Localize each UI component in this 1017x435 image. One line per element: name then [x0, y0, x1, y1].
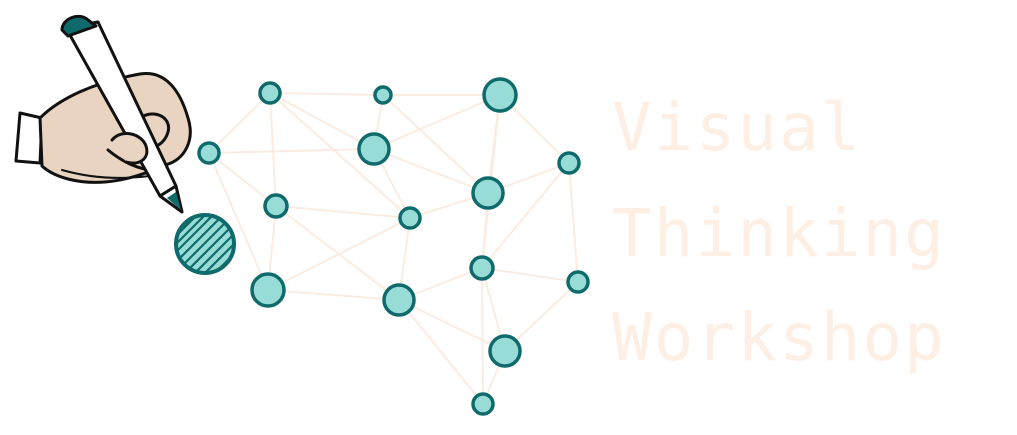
- network-node: [566, 270, 590, 294]
- network-node: [482, 77, 518, 113]
- network-node: [488, 334, 522, 368]
- network-line: [275, 205, 411, 219]
- network-line: [481, 267, 484, 405]
- network-node: [258, 81, 282, 105]
- network-node: [263, 193, 289, 219]
- network-node: [469, 255, 495, 281]
- network-line: [481, 267, 579, 283]
- network-node: [557, 151, 581, 175]
- network-line: [275, 205, 400, 301]
- drawn-node-icon: [174, 213, 236, 275]
- network-line: [398, 299, 506, 352]
- network-node: [398, 206, 422, 230]
- network-line: [373, 148, 489, 194]
- title-line-3: Workshop: [612, 299, 946, 376]
- network-line: [269, 92, 277, 207]
- title-text: Visual Thinking Workshop: [612, 89, 946, 376]
- network-node: [373, 85, 393, 105]
- network-line: [373, 94, 501, 150]
- network-line: [398, 299, 484, 405]
- network-line: [267, 289, 400, 301]
- network-nodes: [197, 77, 590, 416]
- network-line: [208, 152, 277, 207]
- network-line: [382, 94, 489, 194]
- network-line: [269, 92, 384, 96]
- hand-holding-pen-icon: [14, 14, 192, 214]
- network-line: [269, 92, 411, 219]
- network-line: [208, 148, 375, 154]
- network-node: [471, 392, 495, 416]
- network-node: [250, 272, 286, 308]
- network-line: [568, 162, 579, 283]
- network-lines: [208, 92, 579, 405]
- network-node: [471, 176, 505, 210]
- network-line: [269, 92, 375, 150]
- network-node: [357, 132, 391, 166]
- network-line: [208, 92, 271, 154]
- network-node: [197, 141, 221, 165]
- title-line-2: Thinking: [612, 195, 946, 272]
- title-line-1: Visual: [612, 89, 862, 166]
- network-node: [382, 283, 416, 317]
- network-line: [208, 152, 269, 291]
- network-line: [481, 162, 570, 269]
